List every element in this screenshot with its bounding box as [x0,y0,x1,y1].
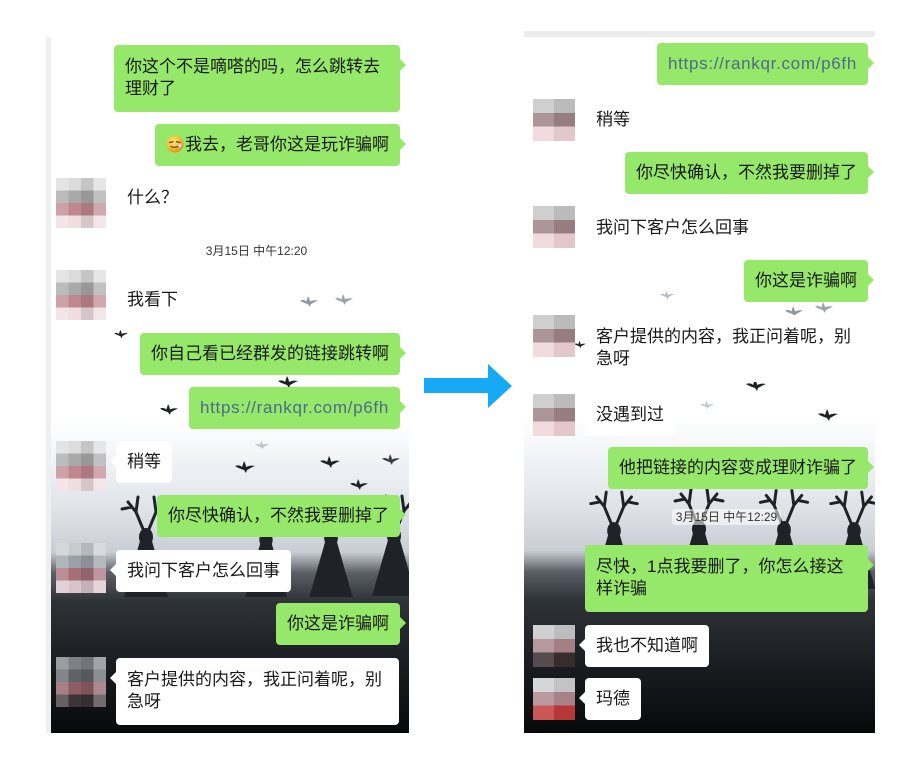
received-message-bubble[interactable]: 客户提供的内容，我正问着呢，别急呀 [110,658,399,725]
received-message-bubble[interactable]: 我看下 [110,279,189,321]
message-text: 尽快，1点我要删了，你怎么接这样诈骗 [596,557,844,598]
smirk-emoji-icon [166,135,184,153]
avatar[interactable] [533,99,575,141]
avatar[interactable] [533,315,575,357]
avatar[interactable] [56,178,106,228]
sent-message-bubble[interactable]: 我去，老哥你这是玩诈骗啊 [155,124,406,166]
received-message-bubble[interactable]: 客户提供的内容，我正问着呢，别急呀 [579,315,866,382]
bird-silhouette-icon [660,290,674,300]
message-text: 你这是诈骗啊 [287,614,389,633]
bird-silhouette-icon [160,403,178,416]
sent-link-bubble[interactable]: https://rankqr.com/p6fh [656,43,875,85]
sent-link-bubble[interactable]: https://rankqr.com/p6fh [188,387,407,429]
message-text: 他把链接的内容变成理财诈骗了 [619,458,857,477]
bird-silhouette-icon [382,453,400,466]
message-text: 玛德 [596,689,630,708]
timestamp-text: 3月15日 中午12:20 [201,243,312,259]
message-text: 我去，老哥你这是玩诈骗啊 [185,135,389,154]
avatar[interactable] [56,657,106,707]
sent-message-bubble[interactable]: 你自己看已经群发的链接跳转啊 [140,333,406,375]
timestamp-text: 3月15日 中午12:29 [671,509,782,525]
chat-screenshot-right: https://rankqr.com/p6fh 稍等 你尽快确认，不然我要删掉了… [524,31,875,733]
received-message-bubble[interactable]: 什么？ [110,177,189,219]
received-message-bubble[interactable]: 我也不知道啊 [579,625,709,667]
message-text: 客户提供的内容，我正问着呢，别急呀 [127,670,382,711]
avatar[interactable] [56,441,106,491]
message-text: 没遇到过 [596,405,664,424]
screen-edge-strip [46,37,51,733]
bird-silhouette-icon [255,440,269,450]
message-text: 我也不知道啊 [596,636,698,655]
received-message-bubble[interactable]: 稍等 [579,99,641,141]
message-text: 你尽快确认，不然我要删掉了 [168,506,389,525]
message-text: 你这是诈骗啊 [755,271,857,290]
timestamp: 3月15日 中午12:20 [196,242,317,260]
sent-message-bubble[interactable]: 你这个不是嘀嗒的吗，怎么跳转去理财了 [114,45,406,112]
message-text: 客户提供的内容，我正问着呢，别急呀 [596,327,851,368]
avatar[interactable] [533,394,575,436]
received-message-bubble[interactable]: 玛德 [579,678,641,720]
sent-message-bubble[interactable]: 你尽快确认，不然我要删掉了 [625,152,874,194]
message-text: 你尽快确认，不然我要删掉了 [636,163,857,182]
avatar[interactable] [56,270,106,320]
bird-silhouette-icon [335,293,353,306]
sent-message-bubble[interactable]: 你这是诈骗啊 [744,260,874,302]
avatar[interactable] [56,543,106,593]
bird-silhouette-icon [114,329,128,339]
received-message-bubble[interactable]: 没遇到过 [579,394,675,436]
message-text: 稍等 [127,452,161,471]
avatar[interactable] [533,625,575,667]
message-text: 稍等 [596,110,630,129]
link-text[interactable]: https://rankqr.com/p6fh [667,54,857,73]
message-text: 我问下客户怎么回事 [596,218,749,237]
received-message-bubble[interactable]: 我问下客户怎么回事 [110,550,291,592]
avatar[interactable] [533,206,575,248]
sent-message-bubble[interactable]: 尽快，1点我要删了，你怎么接这样诈骗 [585,545,874,612]
message-text: 你自己看已经群发的链接跳转啊 [151,344,389,363]
timestamp: 3月15日 中午12:29 [666,508,787,526]
bird-silhouette-icon [818,408,838,422]
message-text: 什么？ [127,188,178,207]
link-text[interactable]: https://rankqr.com/p6fh [199,398,389,417]
bird-silhouette-icon [815,301,833,314]
bird-silhouette-icon [700,400,714,410]
sent-message-bubble[interactable]: 他把链接的内容变成理财诈骗了 [608,447,874,489]
bird-silhouette-icon [300,295,318,308]
received-message-bubble[interactable]: 稍等 [110,441,172,483]
avatar[interactable] [533,678,575,720]
message-text: 我问下客户怎么回事 [127,561,280,580]
sent-message-bubble[interactable]: 你这是诈骗啊 [276,603,406,645]
arrow-right-icon [424,364,512,408]
message-text: 你这个不是嘀嗒的吗，怎么跳转去理财了 [125,57,380,98]
message-text: 我看下 [127,290,178,309]
sent-message-bubble[interactable]: 你尽快确认，不然我要删掉了 [157,495,406,537]
screen-edge-strip [524,31,875,37]
chat-screenshot-left: 你这个不是嘀嗒的吗，怎么跳转去理财了 我去，老哥你这是玩诈骗啊 什么？ 3月15… [46,37,409,733]
received-message-bubble[interactable]: 我问下客户怎么回事 [579,207,760,249]
